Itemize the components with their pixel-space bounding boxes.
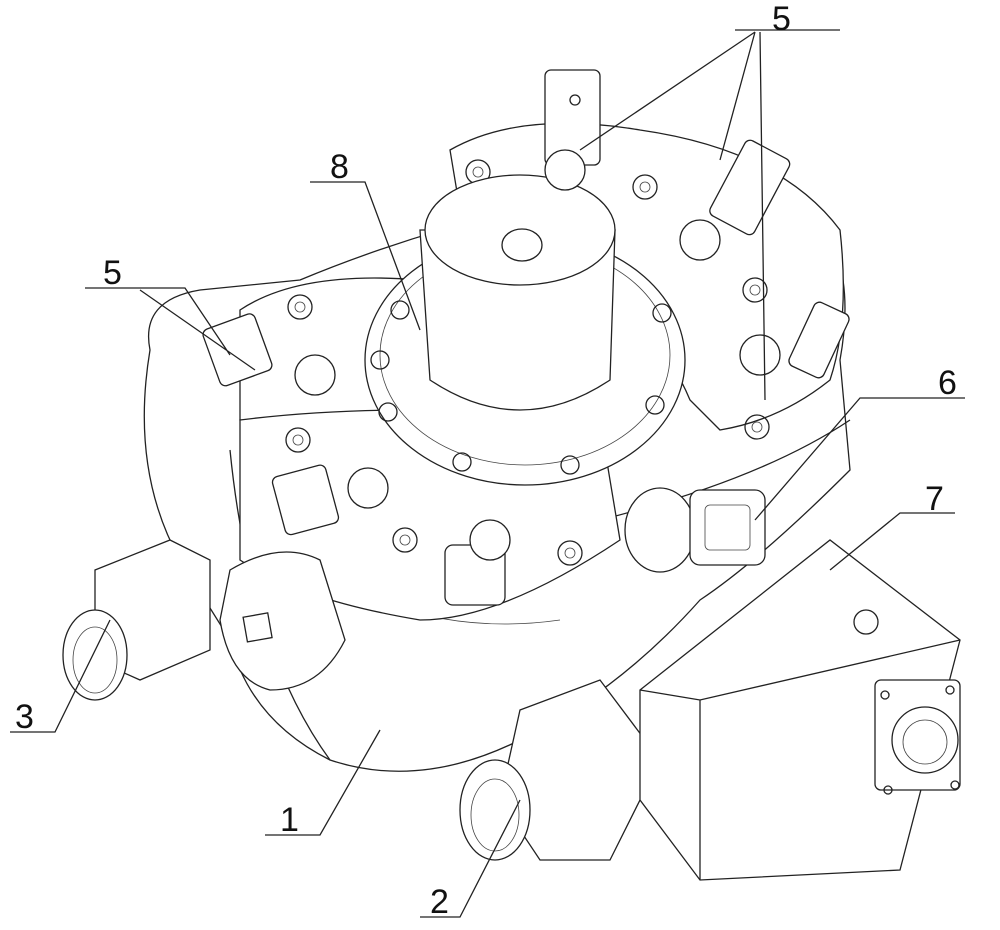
outlet-fitting-3 xyxy=(62,539,346,701)
outlet-fitting-2 xyxy=(459,679,661,861)
sensor-connectors xyxy=(202,69,850,606)
label-6: 6 xyxy=(938,364,957,402)
leader-lines xyxy=(10,29,965,918)
metering-valve xyxy=(639,539,961,881)
label-3: 3 xyxy=(15,698,34,736)
label-5-top: 5 xyxy=(772,0,791,38)
label-2: 2 xyxy=(430,883,449,921)
label-1: 1 xyxy=(280,801,299,839)
pressure-sensor xyxy=(624,487,766,573)
label-8: 8 xyxy=(330,148,349,186)
bolts xyxy=(285,159,879,635)
central-cover xyxy=(364,174,686,486)
label-5-left: 5 xyxy=(103,254,122,292)
label-7: 7 xyxy=(925,480,944,518)
